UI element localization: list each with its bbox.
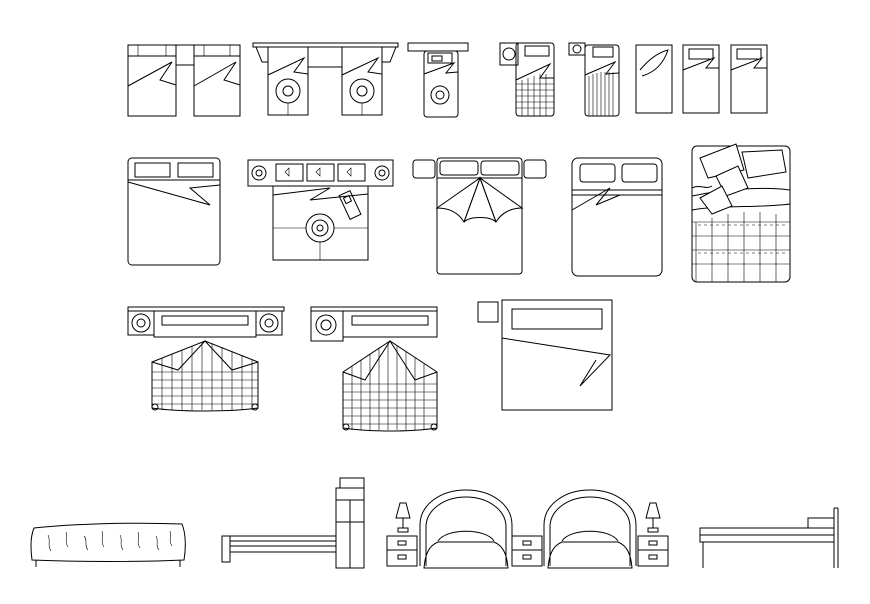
small-bed-pillow-plan-2 (730, 44, 768, 114)
double-bed-two-pillows-plan (127, 157, 221, 266)
double-bed-plaid-one-nightstand-plan (310, 306, 438, 432)
double-bed-with-headboard-lamps-plan (247, 159, 394, 261)
bed-with-headboard-shelf-side-elevation (221, 477, 365, 569)
bed-covered-elevation (30, 522, 186, 567)
double-bed-plaid-with-nightstands-plan (127, 306, 285, 412)
twin-beds-with-nightstand-plan (127, 44, 241, 117)
bed-simple-side-elevation (699, 507, 839, 568)
double-bed-cushions-plaid-plan (691, 143, 791, 283)
double-bed-square-side-table-plan (477, 299, 613, 411)
small-bed-pillow-plan (682, 44, 720, 114)
small-bed-folded-corner-plan (635, 44, 673, 114)
double-bed-bow-cover-plan (412, 157, 547, 275)
twin-beds-with-tables-and-lamps-plan (252, 42, 399, 116)
single-bed-with-headboard-plan (407, 42, 469, 118)
twin-canopy-beds-nightstands-elevation (386, 489, 669, 569)
single-bed-striped-quilt-plan (568, 42, 620, 117)
double-bed-rounded-plan (571, 157, 663, 277)
single-bed-checkered-quilt-plan (499, 42, 555, 117)
